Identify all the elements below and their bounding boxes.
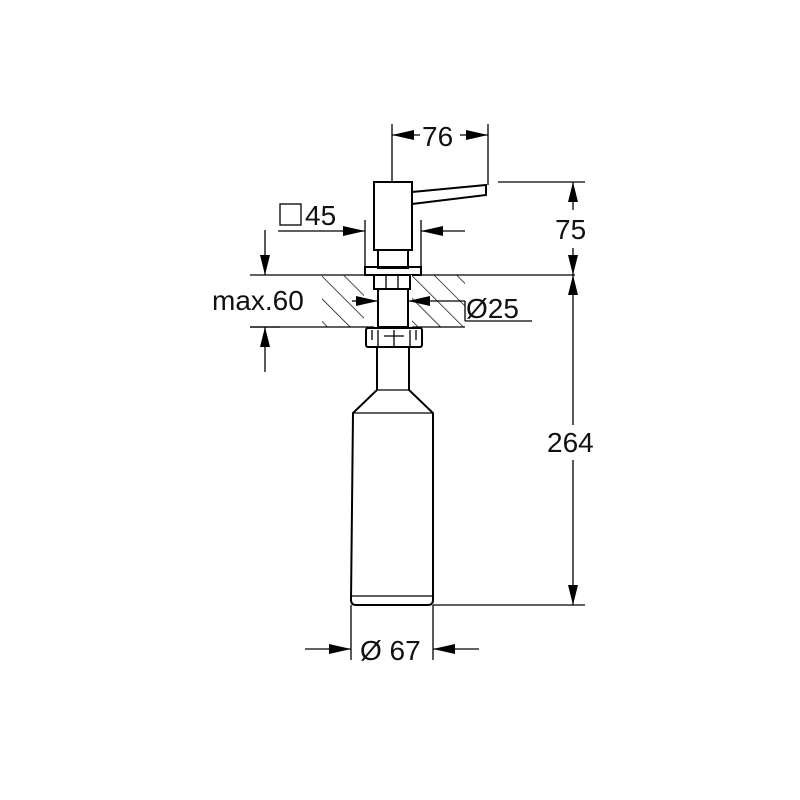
- dimension-76: [391, 124, 489, 185]
- dimension-67: [305, 605, 479, 660]
- label-67: Ø 67: [360, 635, 421, 666]
- dimension-max60: [250, 230, 280, 372]
- label-75: 75: [555, 214, 586, 245]
- label-max60: max.60: [212, 285, 304, 316]
- bottle: [349, 347, 434, 606]
- dimension-264: [433, 275, 585, 606]
- mounting-nut: [365, 327, 423, 348]
- shaft: [373, 274, 412, 328]
- dispenser-head: [364, 181, 487, 276]
- label-25: Ø25: [466, 293, 519, 324]
- dimension-45: [278, 203, 465, 267]
- label-76: 76: [422, 121, 453, 152]
- dimension-75: [498, 181, 585, 275]
- label-264: 264: [547, 427, 594, 458]
- label-45: 45: [305, 200, 336, 231]
- dimension-25: [352, 296, 532, 322]
